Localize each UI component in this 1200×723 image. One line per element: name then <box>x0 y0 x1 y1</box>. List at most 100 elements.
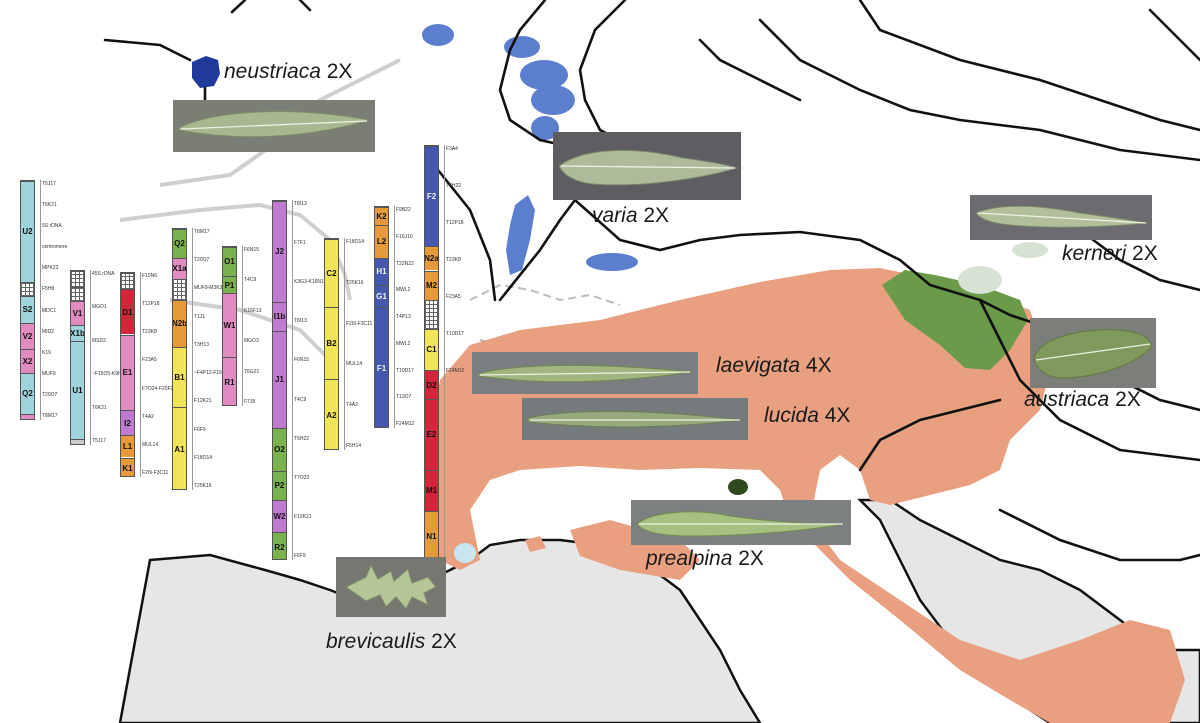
chromosome-block: E1 <box>121 334 134 411</box>
chromosome-block: F2 <box>425 146 438 246</box>
marker-label: F5H8 <box>42 286 55 293</box>
marker-label: 45S rDNA <box>92 271 115 277</box>
chromosome-block: V2 <box>21 322 34 349</box>
leaf-icon <box>975 205 1149 228</box>
leaf-icon <box>1033 329 1153 379</box>
marker-label: F23A5 <box>446 294 461 300</box>
chromosome-block: Q2 <box>21 373 34 414</box>
taxon-ploidy: 4X <box>805 354 832 377</box>
marker-label: T3H13 <box>194 341 210 348</box>
taxon-name: brevicaulis <box>326 630 426 653</box>
chromosome-block: A2 <box>325 378 338 449</box>
marker-label: MPK23 <box>42 265 59 272</box>
marker-label: F12K21 <box>194 398 212 405</box>
chromosome-block: R1 <box>223 357 236 405</box>
chromosome-block: M1 <box>425 469 438 512</box>
marker-label: T6K21 <box>92 404 107 411</box>
leaf-photo-varia <box>553 132 741 200</box>
marker-label: T12P18 <box>142 301 160 308</box>
marker-label: T4C9 <box>244 277 257 284</box>
marker-label: 5S rDNA <box>42 223 62 230</box>
chromosome-block <box>121 273 134 290</box>
chromosome-block: N2a <box>425 245 438 271</box>
chromosome-block <box>173 278 186 300</box>
chromosome-block: J1 <box>273 330 286 428</box>
marker-label: T25K16 <box>346 279 364 286</box>
chromosome-block: N2b <box>173 299 186 347</box>
marker-label: T6H22 <box>446 183 462 189</box>
chromosome-block <box>425 299 438 329</box>
marker-axis <box>40 180 41 420</box>
marker-label: T8I13 <box>294 201 307 207</box>
marker-label: T20O7 <box>42 391 58 398</box>
leaf-photo-prealpina <box>631 500 851 545</box>
marker-axis <box>444 145 445 560</box>
marker-label: F3A4 <box>446 146 458 152</box>
marker-label: T4A2 <box>346 402 358 409</box>
kerneri-patch-b <box>958 266 1002 294</box>
marker-label: MWL2 <box>396 340 411 347</box>
leaf-photo-austriaca <box>1030 318 1156 388</box>
chromosome-block: Q2 <box>173 229 186 258</box>
chromosome-block: G1 <box>375 284 388 307</box>
marker-label: T5J17 <box>42 181 56 187</box>
chromosome-block: M2 <box>425 270 438 300</box>
marker-label: T1J1 <box>194 313 206 320</box>
marker-axis <box>140 272 141 477</box>
neustriaca-range <box>192 56 220 88</box>
marker-label: F7O24-F20F21 <box>142 385 177 392</box>
chromosome-block: I2 <box>121 410 134 435</box>
marker-label: MGO3 <box>244 338 259 345</box>
chromosome-block: X1a <box>173 257 186 279</box>
taxon-name: lucida <box>764 404 819 427</box>
marker-label: F7F1 <box>294 240 306 247</box>
marker-label: F9B22 <box>396 207 411 213</box>
taxon-ploidy: 2X <box>643 204 670 227</box>
chromosome-block: N1 <box>425 511 438 559</box>
tetraploid-range-patch-a <box>570 520 700 580</box>
marker-label: F2I9-F3C11 <box>346 320 373 327</box>
chromosome-block: I1b <box>273 301 286 331</box>
chromosome-block: K2 <box>375 207 388 225</box>
chromosome-block: V1 <box>71 300 84 326</box>
taxon-ploidy: 2X <box>326 60 353 83</box>
chromosome-block: B2 <box>325 306 338 379</box>
marker-label: ~F15O5-K9I9 <box>92 371 123 378</box>
leaf-icon <box>345 563 437 610</box>
taxon-label-laevigata: laevigata 4X <box>716 354 832 378</box>
leaf-icon <box>558 149 739 186</box>
marker-label: T5J17 <box>92 438 106 444</box>
marker-label: T8M17 <box>42 413 58 419</box>
marker-label: F6N15 <box>294 357 310 364</box>
marker-label: F24M12 <box>446 368 465 374</box>
chromosome-block: O2 <box>273 427 286 471</box>
chromosome-block: W2 <box>273 499 286 533</box>
marker-axis <box>90 270 91 445</box>
taxon-name: kerneri <box>1062 242 1127 265</box>
chromosome-block: K1 <box>121 457 134 476</box>
marker-label: F18O14 <box>194 454 213 461</box>
leaf-icon <box>178 111 370 138</box>
marker-label: MUF9-M3K3 <box>194 285 223 292</box>
leaf-icon <box>527 411 743 428</box>
marker-label: MUL14 <box>346 361 363 368</box>
marker-label: F5H14 <box>346 443 362 449</box>
marker-label: T22N22 <box>396 260 414 267</box>
chromosome-block: U2 <box>21 181 34 282</box>
chromosome-block: O1 <box>223 247 236 276</box>
chromosome-block: C2 <box>325 239 338 307</box>
marker-label: T6K21 <box>42 202 57 209</box>
marker-label: F6F9 <box>194 426 206 433</box>
marker-label: MID2 <box>42 328 54 335</box>
chromosome-block: H1 <box>375 258 388 285</box>
marker-label: F24M12 <box>396 421 415 427</box>
chromosome-block: S2 <box>21 296 34 323</box>
taxon-ploidy: 2X <box>1132 242 1158 265</box>
